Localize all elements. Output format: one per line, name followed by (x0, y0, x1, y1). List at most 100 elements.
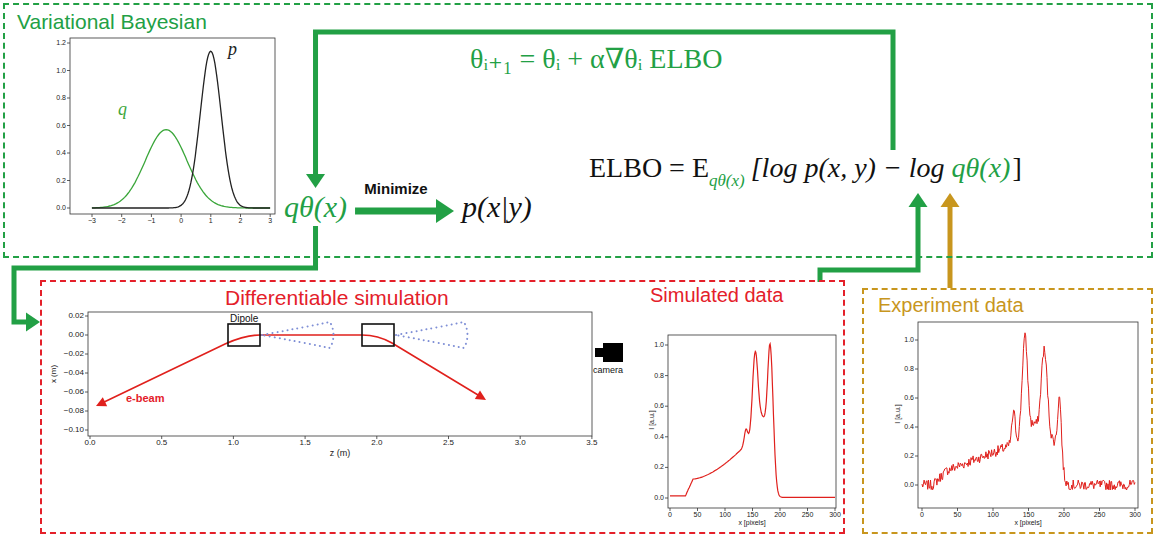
axis-label: −0.02 (64, 350, 84, 359)
edge-label: Minimize (364, 181, 427, 198)
axis-label: 50 (954, 511, 962, 519)
axis-label: 200 (1058, 511, 1070, 519)
axis-label: 3 (268, 217, 272, 225)
axis-label: 0.8 (904, 365, 914, 373)
dipole-magnet (362, 324, 394, 346)
axis-label: 300 (1129, 511, 1141, 519)
tick-mark (121, 214, 122, 217)
axis-label: 0.0 (84, 439, 95, 448)
axis-label: 300 (829, 511, 841, 519)
tick-mark (67, 98, 70, 99)
axis-label: 0.0 (654, 494, 664, 502)
tick-mark (670, 508, 671, 511)
formula-text: [log p(x, y) − log (751, 152, 945, 184)
beam-arrowhead (96, 397, 107, 406)
axis-label: 3.0 (515, 439, 526, 448)
axis-label: 1.0 (228, 439, 239, 448)
tick-mark (915, 340, 918, 341)
plot-frame (88, 312, 592, 436)
axis-label: 0.8 (56, 94, 66, 102)
axis-label: 150 (747, 511, 759, 519)
axis-label: Dipole (230, 313, 258, 324)
axis-label: x [pixels] (1014, 519, 1041, 527)
tick-mark (181, 214, 182, 217)
tick-mark (915, 369, 918, 370)
simulated-curve (670, 344, 835, 498)
panel-heading: Variational Bayesian (17, 10, 207, 34)
tick-mark (1064, 508, 1065, 511)
tick-mark (835, 508, 836, 511)
axis-label: I [a.u.] (894, 404, 902, 423)
radiation-cone (262, 322, 334, 348)
axis-label: 1.5 (300, 439, 311, 448)
axis-label: 0.6 (904, 394, 914, 402)
tick-mark (85, 316, 88, 317)
tick-mark (92, 214, 93, 217)
axis-label: 100 (719, 511, 731, 519)
tick-mark (665, 498, 668, 499)
tick-mark (922, 508, 923, 511)
axis-label: 1 (209, 217, 213, 225)
axis-label: 0.2 (56, 177, 66, 185)
axis-label: −2 (118, 217, 126, 225)
tick-mark (85, 335, 88, 336)
tick-mark (67, 125, 70, 126)
axis-label: e-beam (126, 392, 165, 404)
plot-frame (668, 335, 836, 508)
curve-label: q (118, 100, 127, 120)
connector-line (948, 206, 953, 288)
experiment-curve (922, 333, 1135, 490)
tick-mark (752, 508, 753, 511)
axis-label: 0.4 (904, 423, 914, 431)
dipole-magnet (228, 324, 260, 346)
arrowhead (306, 174, 325, 188)
axis-label: 0.6 (56, 122, 66, 130)
tick-mark (270, 214, 271, 217)
axis-label: 0.6 (654, 402, 664, 410)
arrowhead (436, 199, 454, 223)
connector (950, 206, 951, 288)
tick-mark (780, 508, 781, 511)
axis-label: 0.02 (68, 312, 84, 321)
tick-mark (915, 456, 918, 457)
tick-marks (67, 43, 1135, 511)
tick-mark (665, 375, 668, 376)
tick-mark (697, 508, 698, 511)
tick-mark (210, 214, 211, 217)
plot-frame (918, 322, 1138, 508)
axis-label: 3.5 (586, 439, 597, 448)
tick-mark (67, 43, 70, 44)
axis-label: 0 (920, 511, 924, 519)
panel-heading: Experiment data (878, 294, 1024, 317)
formula-text: qθ(x) (709, 171, 745, 191)
formula-text: qθ(x) (284, 190, 347, 224)
simulation-panel: Differentiable simulationSimulated data (40, 280, 845, 534)
tick-mark (665, 406, 668, 407)
plot-frame (70, 38, 275, 214)
axis-label: 1.2 (56, 39, 66, 47)
q-curve (92, 130, 270, 208)
axis-label: 1.0 (654, 341, 664, 349)
edge-label: θᵢ₊₁ = θᵢ + α∇θᵢ ELBO (470, 44, 722, 75)
axis-label: 0 (179, 217, 183, 225)
tick-mark (85, 373, 88, 374)
axis-label: 2.0 (371, 439, 382, 448)
formula-text: ELBO = E (589, 152, 709, 184)
posterior-distribution: p(x|y) (458, 188, 536, 226)
arrowhead (909, 193, 928, 207)
tick-mark (993, 508, 994, 511)
axis-label: 0 (668, 511, 672, 519)
axis-label: 0.4 (56, 149, 66, 157)
axis-label: 0.4 (654, 433, 664, 441)
axis-label: 0.5 (156, 439, 167, 448)
axis-label: 0.2 (904, 452, 914, 460)
tick-mark (665, 345, 668, 346)
curve-label: p (228, 40, 237, 60)
camera-body (603, 343, 623, 362)
axis-label: x (m) (50, 365, 59, 383)
beam-arrowhead (475, 391, 486, 401)
connector (355, 211, 437, 212)
axis-label: 250 (802, 511, 814, 519)
axis-label: −0.08 (64, 407, 84, 416)
axis-label: −1 (147, 217, 155, 225)
